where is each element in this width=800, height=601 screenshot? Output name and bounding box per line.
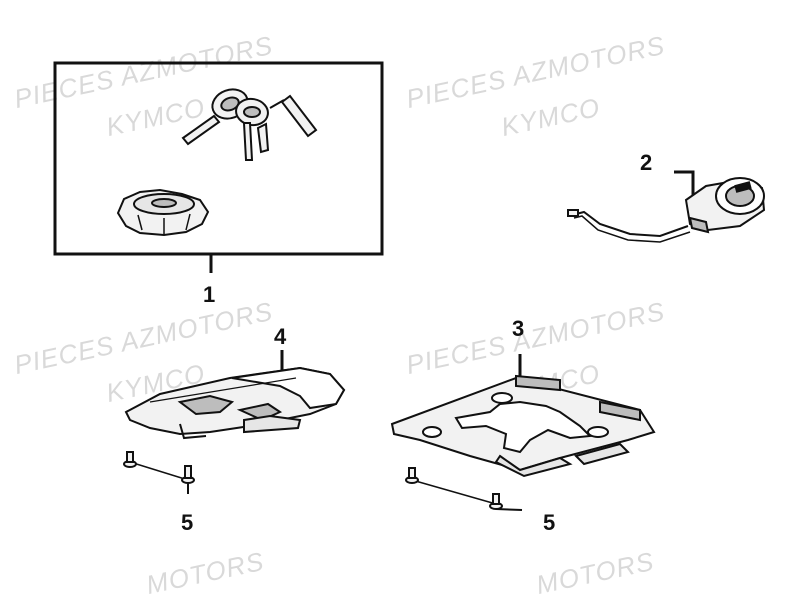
bolt-pair-right-icon — [405, 467, 523, 511]
bracket-plate-icon — [124, 350, 346, 440]
ignition-switch-icon — [567, 170, 766, 243]
callout-part-2: 2 — [640, 150, 653, 175]
bolt-pair-left-icon — [123, 451, 195, 494]
callout-part-5-right: 5 — [543, 510, 556, 535]
key-set-icon — [181, 88, 318, 161]
callout-part-1: 1 — [203, 282, 216, 307]
callout-part-4: 4 — [274, 324, 287, 349]
part1-kit-box — [53, 61, 384, 256]
callout-part-3: 3 — [512, 316, 525, 341]
part2-leader-line — [674, 170, 695, 200]
callout-part-5-left: 5 — [181, 510, 194, 535]
base-plate-icon — [390, 354, 656, 478]
fuel-cap-icon — [116, 188, 210, 237]
